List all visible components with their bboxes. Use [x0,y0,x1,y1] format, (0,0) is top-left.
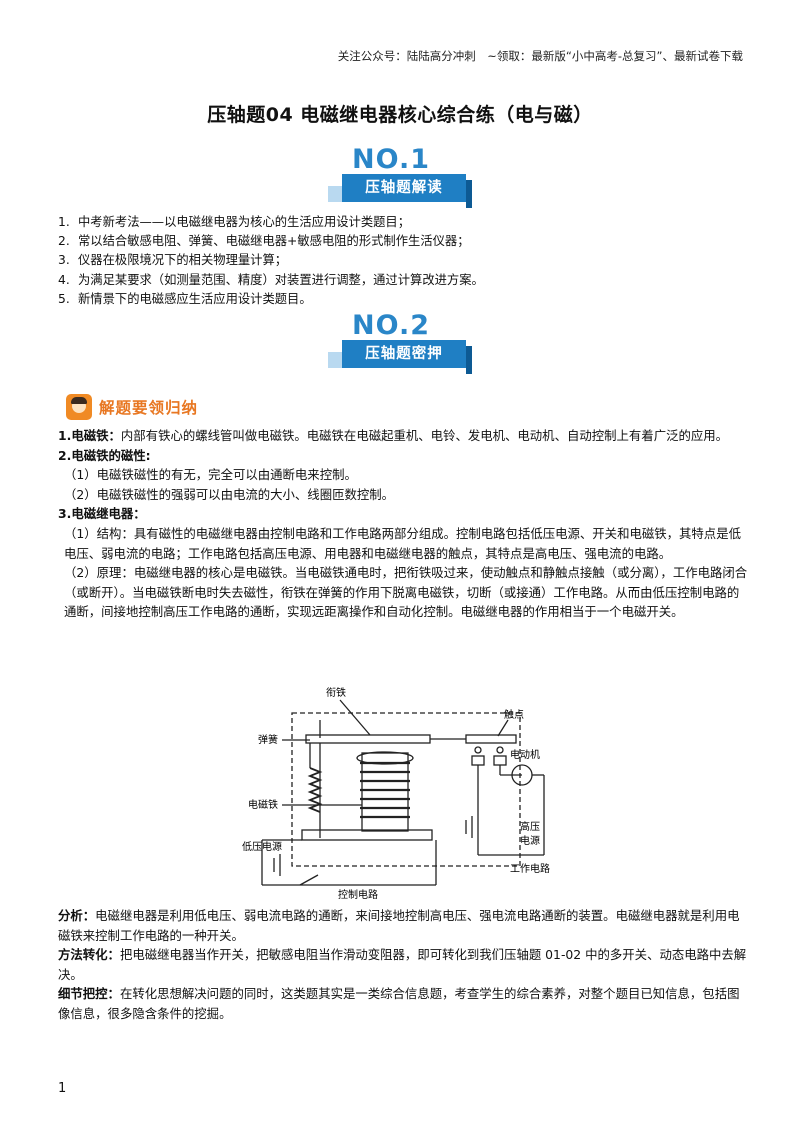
banner-no2-label: 压轴题密押 [328,340,472,374]
label-contact: 触点 [504,708,524,721]
point-magnetism-heading: 2.电磁铁的磁性: [58,447,151,463]
point-relay-heading: 3.电磁继电器： [58,506,146,522]
point-magnetism-a: （1）电磁铁磁性的有无，完全可以由通断电来控制。 [64,467,357,483]
key-points: 1.电磁铁：内部有铁心的螺线管叫做电磁铁。电磁铁在电磁起重机、电铃、发电机、电动… [58,426,748,622]
label-electromagnet: 电磁铁 [248,798,278,811]
intro-list: 1.中考新考法——以电磁继电器为核心的生活应用设计类题目； 2.常以结合敏感电阻… [58,213,484,309]
method-paragraph: 方法转化：把电磁继电器当作开关，把敏感电阻当作滑动变阻器，即可转化到我们压轴题 … [58,947,747,982]
analysis-paragraph: 分析：电磁继电器是利用低电压、弱电流电路的通断，来间接地控制高电压、强电流电路通… [58,908,740,943]
banner-no1-label: 压轴题解读 [328,174,472,208]
student-avatar-icon [66,394,92,420]
banner-no1: NO.1 压轴题解读 [320,144,472,214]
list-item: 3.仪器在极限境况下的相关物理量计算； [58,253,288,268]
banner-no1-number: NO.1 [352,144,430,175]
list-item: 1.中考新考法——以电磁继电器为核心的生活应用设计类题目； [58,215,411,229]
detail-paragraph: 细节把控：在转化思想解决问题的同时，这类题其实是一类综合信息题，考查学生的综合素… [58,986,740,1021]
banner-no2-number: NO.2 [352,310,430,341]
label-control-circuit: 控制电路 [338,888,378,901]
list-item: 4.为满足某要求（如测量范围、精度）对装置进行调整，通过计算改进方案。 [58,272,484,287]
label-spring: 弹簧 [258,733,278,746]
label-motor: 电动机 [510,748,540,761]
label-working-circuit: 工作电路 [510,862,550,875]
section-heading-label: 解题要领归纳 [99,399,199,417]
list-item: 2.常以结合敏感电阻、弹簧、电磁继电器+敏感电阻的形式制作生活仪器； [58,234,470,249]
banner-no2: NO.2 压轴题密押 [320,310,472,380]
page-number: 1 [58,1081,67,1096]
page-title: 压轴题04 电磁继电器核心综合练（电与磁） [207,104,593,126]
label-armature: 衔铁 [326,686,346,699]
label-high-voltage-2: 电源 [520,834,540,847]
label-high-voltage-1: 高压 [520,820,540,833]
header-note: 关注公众号：陆陆高分冲刺 ~领取：最新版“小中高考-总复习”、最新试卷下载 [337,49,743,63]
relay-diagram: 衔铁 弹簧 触点 电动机 电磁铁 低压电源 高压 电源 工作电路 控制电路 [242,686,550,901]
label-low-voltage: 低压电源 [242,840,282,853]
point-relay-principle: （2）原理：电磁继电器的核心是电磁铁。当电磁铁通电时，把衔铁吸过来，使动触点和静… [64,565,748,620]
list-item: 5.新情景下的电磁感应生活应用设计类题目。 [58,291,312,306]
analysis-section: 分析：电磁继电器是利用低电压、弱电流电路的通断，来间接地控制高电压、强电流电路通… [58,906,748,1024]
point-magnetism-b: （2）电磁铁磁性的强弱可以由电流的大小、线圈匝数控制。 [64,486,395,502]
point-relay-structure: （1）结构：具有磁性的电磁继电器由控制电路和工作电路两部分组成。控制电路包括低压… [64,525,741,561]
point-electromagnet: 1.电磁铁：内部有铁心的螺线管叫做电磁铁。电磁铁在电磁起重机、电铃、发电机、电动… [58,428,729,443]
section-heading: 解题要领归纳 [66,393,198,421]
